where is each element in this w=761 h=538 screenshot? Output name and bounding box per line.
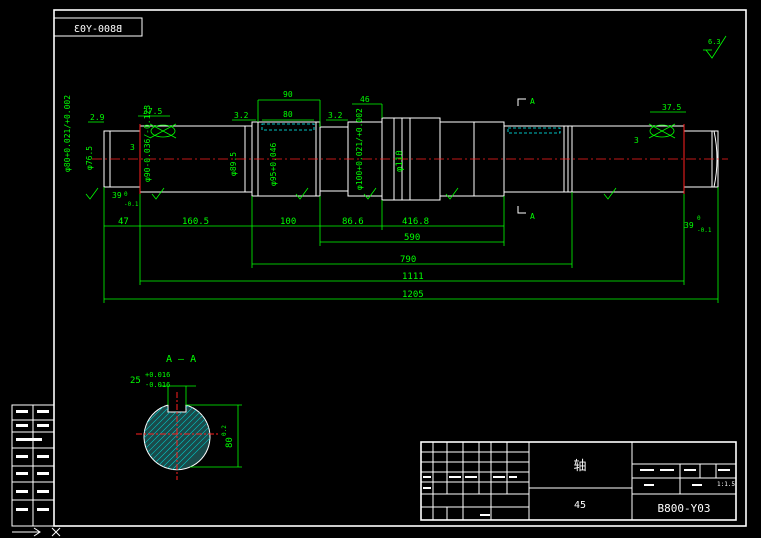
section-mark-top-label: A bbox=[530, 97, 535, 106]
section-depth-tol: 0.2 bbox=[221, 425, 228, 436]
dim-small-01c: -0.1 bbox=[697, 227, 712, 234]
keyway-1 bbox=[261, 123, 315, 131]
title-block-marks bbox=[423, 469, 730, 516]
section-view bbox=[136, 385, 242, 480]
dim-small-39a: 39 bbox=[112, 191, 122, 200]
scale: 1:1.5 bbox=[717, 481, 735, 488]
roughness-left-icon bbox=[149, 123, 177, 139]
dim-100: 100 bbox=[280, 217, 296, 227]
dim-top-46: 46 bbox=[360, 95, 370, 104]
dim-top-90: 90 bbox=[283, 90, 293, 99]
section-title: A — A bbox=[166, 354, 196, 365]
material: 45 bbox=[574, 500, 586, 511]
dim-d5: φ95+0.046 bbox=[269, 142, 278, 186]
dim-d3: φ90-0.036/-0.123 bbox=[143, 105, 152, 182]
dim-416: 416.8 bbox=[402, 217, 429, 227]
dim-d7: φ110 bbox=[395, 150, 405, 172]
dim-d6: φ100+0.021/+0.002 bbox=[355, 108, 364, 190]
dim-top-29: 2.9 bbox=[90, 113, 105, 122]
code-box bbox=[53, 17, 143, 37]
dim-d2: φ76.5 bbox=[85, 146, 94, 170]
bottom-dimensions bbox=[103, 187, 719, 303]
section-mark-bottom bbox=[517, 206, 526, 214]
dim-top-375b: 37.5 bbox=[662, 103, 681, 112]
dim-d1: φ80+0.021/+0.002 bbox=[63, 95, 72, 172]
dim-d4: φ89.5 bbox=[229, 152, 238, 176]
dim-86: 86.6 bbox=[342, 217, 364, 227]
dim-790: 790 bbox=[400, 255, 416, 265]
dim-num-3a: 3 bbox=[130, 143, 135, 152]
drawing-number: B800-Y03 bbox=[658, 502, 711, 515]
section-key-tol-bot: -0.016 bbox=[145, 381, 170, 389]
section-key-tol-top: +0.016 bbox=[145, 371, 170, 379]
dim-small-01a: -0.1 bbox=[124, 201, 139, 208]
dim-1205: 1205 bbox=[402, 290, 424, 300]
roughness-small-icons bbox=[85, 187, 617, 200]
outer-border bbox=[53, 9, 747, 527]
dim-num-3b: 3 bbox=[634, 136, 639, 145]
mirror-code: B800-Y03 bbox=[74, 24, 122, 35]
dim-1111: 1111 bbox=[402, 272, 424, 282]
part-name: 轴 bbox=[573, 459, 586, 474]
dim-160: 160.5 bbox=[182, 217, 209, 227]
section-key-width: 25 bbox=[130, 376, 141, 386]
roughness-corner-icon bbox=[703, 35, 727, 59]
keyway-2 bbox=[507, 127, 561, 134]
roughness-corner-value: 6.3 bbox=[708, 38, 721, 46]
dim-47: 47 bbox=[118, 217, 129, 227]
roughness-right-icon bbox=[648, 123, 676, 139]
section-depth: 80 bbox=[225, 437, 235, 448]
dim-small-0c: 0 bbox=[697, 215, 701, 222]
title-block bbox=[420, 441, 737, 521]
dim-top-80: 80 bbox=[283, 110, 293, 119]
strip-marks bbox=[16, 410, 49, 511]
projection-arrow-icon bbox=[12, 527, 61, 537]
section-mark-bottom-label: A bbox=[530, 212, 535, 221]
dim-590: 590 bbox=[404, 233, 420, 243]
section-mark-top bbox=[517, 98, 526, 106]
dim-top-375a: 37.5 bbox=[143, 107, 162, 116]
top-dimensions bbox=[88, 99, 686, 127]
dim-small-39b: 39 bbox=[684, 221, 694, 230]
dim-top-32a: 3.2 bbox=[234, 111, 249, 120]
dim-top-32b: 3.2 bbox=[328, 111, 343, 120]
dim-small-0a: 0 bbox=[124, 191, 128, 198]
